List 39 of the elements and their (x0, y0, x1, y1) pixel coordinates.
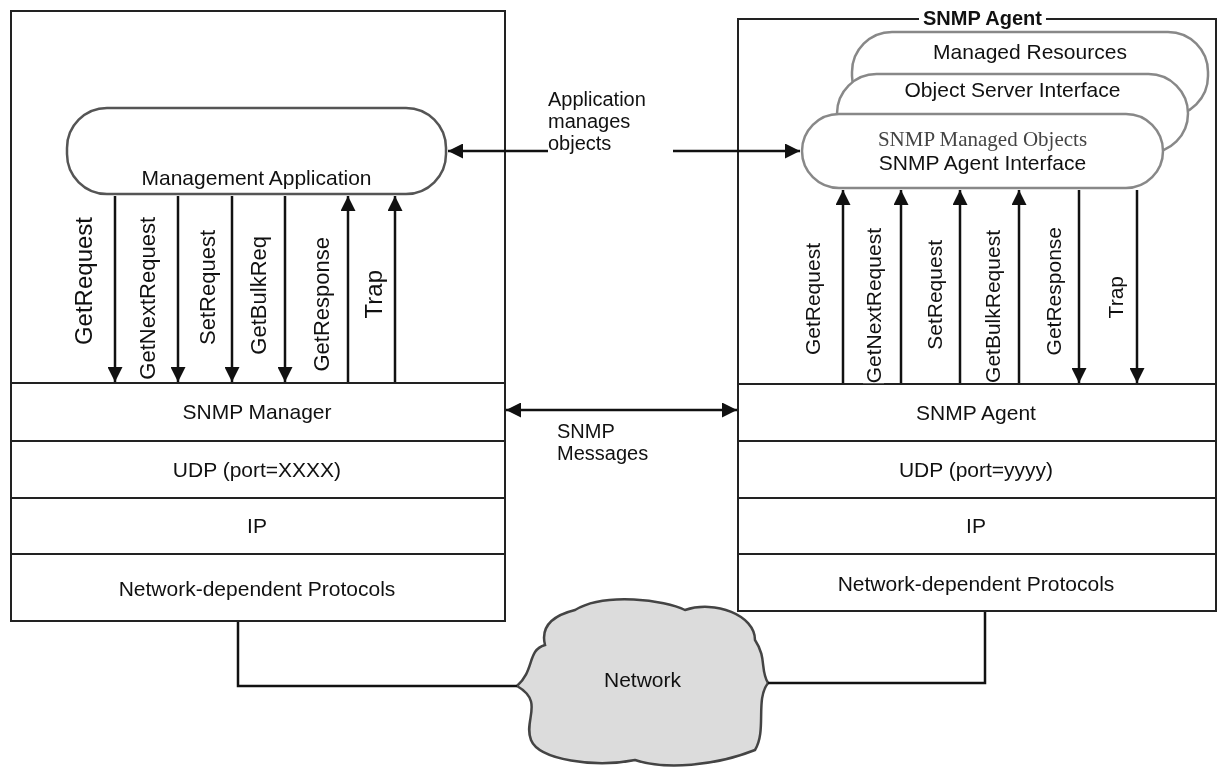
arrow (387, 196, 403, 382)
protocol-layer: Network-dependent Protocols (10, 553, 504, 622)
edge-label: GetBulkReq (248, 236, 270, 355)
edge-label: Application manages objects (548, 88, 673, 154)
arrow (1011, 190, 1027, 383)
node-label: Management Application (141, 166, 372, 190)
arrow (277, 196, 293, 382)
connector-line (236, 622, 517, 688)
arrow (340, 196, 356, 382)
arrow (835, 190, 851, 383)
arrow (1071, 190, 1087, 383)
edge-label: GetNextRequest (863, 228, 884, 384)
connector-line (768, 612, 987, 685)
node-label: Object Server Interface (904, 78, 1121, 102)
edge-label: GetResponse (311, 237, 333, 372)
arrow (170, 196, 186, 382)
protocol-layer: Network-dependent Protocols (737, 553, 1215, 612)
edge-label: GetRequest (72, 217, 96, 346)
node-label: Network (604, 668, 681, 692)
arrow (224, 196, 240, 382)
arrow (1129, 190, 1145, 383)
protocol-layer: IP (737, 497, 1215, 553)
edge-label: Trap (362, 270, 386, 319)
arrow (506, 402, 737, 418)
protocol-layer: SNMP Manager (10, 382, 504, 440)
edge-label: GetNextRequest (137, 217, 159, 380)
protocol-layer: IP (10, 497, 504, 553)
station-box (10, 10, 506, 622)
protocol-layer: UDP (port=yyyy) (737, 440, 1215, 497)
arrow (107, 196, 123, 382)
arrow (952, 190, 968, 383)
edge-label: SetRequest (197, 230, 219, 345)
protocol-layer: SNMP Agent (737, 383, 1215, 440)
arrow (893, 190, 909, 383)
node-label: SNMP Managed Objects (877, 127, 1088, 151)
node-label: Managed Resources (933, 40, 1127, 64)
protocol-layer: UDP (port=XXXX) (10, 440, 504, 497)
node-label: SNMP Agent Interface (878, 151, 1087, 175)
edge-label: GetBulkRequest (982, 230, 1003, 383)
